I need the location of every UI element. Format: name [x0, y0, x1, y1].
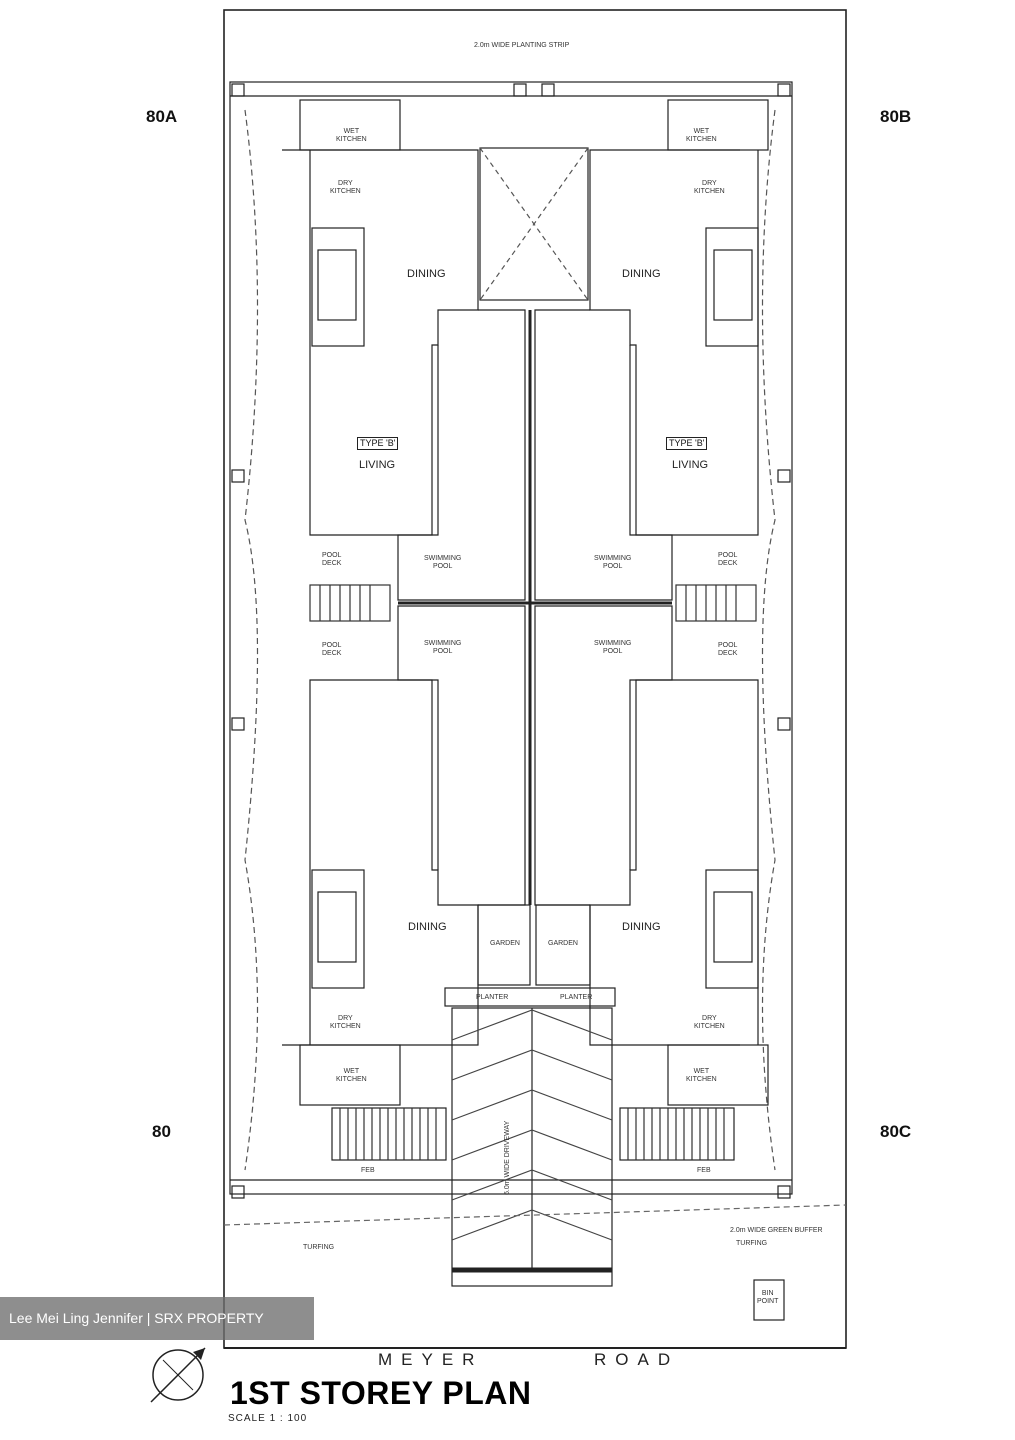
turfing-label: TURFING	[736, 1240, 768, 1247]
room-dining: DINING	[622, 268, 661, 280]
room-living: LIVING	[359, 459, 396, 471]
room-garden: GARDEN	[490, 940, 520, 947]
north-arrow-icon	[150, 1347, 206, 1403]
room-dining: DINING	[407, 268, 446, 280]
planter-label: PLANTER	[560, 994, 593, 1001]
turfing-label: TURFING	[303, 1244, 335, 1251]
room-dining: DINING	[408, 921, 447, 933]
room-swimming-pool: SWIMMING POOL	[594, 555, 632, 570]
room-living: LIVING	[672, 459, 709, 471]
plan-title: 1ST STOREY PLAN	[230, 1375, 532, 1411]
room-dry-kitchen: DRY KITCHEN	[694, 180, 725, 195]
plot-label-80a: 80A	[146, 107, 178, 126]
room-garden: GARDEN	[548, 940, 578, 947]
room-swimming-pool: SWIMMING POOL	[424, 555, 462, 570]
driveway-label: 6.0m WIDE DRIVEWAY	[504, 1120, 511, 1195]
plot-label-80c: 80C	[880, 1122, 912, 1141]
feb-label: FEB	[361, 1167, 375, 1174]
room-wet-kitchen: WET KITCHEN	[686, 1068, 717, 1083]
watermark-banner: Lee Mei Ling Jennifer | SRX PROPERTY	[0, 1297, 314, 1340]
room-pool-deck: POOL DECK	[322, 642, 342, 657]
room-pool-deck: POOL DECK	[322, 552, 342, 567]
house-type-label: TYPE 'B'	[666, 437, 708, 450]
room-wet-kitchen: WET KITCHEN	[336, 1068, 367, 1083]
road-name-word1: MEYER	[378, 1350, 484, 1369]
feb-label: FEB	[697, 1167, 711, 1174]
room-wet-kitchen: WET KITCHEN	[336, 128, 367, 143]
room-wet-kitchen: WET KITCHEN	[686, 128, 717, 143]
green-buffer-label: 2.0m WIDE GREEN BUFFER	[730, 1227, 823, 1234]
house-type-label: TYPE 'B'	[357, 437, 399, 450]
bin-point-label: BIN POINT	[757, 1290, 779, 1305]
room-swimming-pool: SWIMMING POOL	[424, 640, 462, 655]
room-dry-kitchen: DRY KITCHEN	[694, 1015, 725, 1030]
room-pool-deck: POOL DECK	[718, 642, 738, 657]
room-dry-kitchen: DRY KITCHEN	[330, 180, 361, 195]
room-dining: DINING	[622, 921, 661, 933]
room-pool-deck: POOL DECK	[718, 552, 738, 567]
plot-label-80: 80	[152, 1122, 171, 1141]
planting-strip-label: 2.0m WIDE PLANTING STRIP	[474, 42, 570, 49]
plot-label-80b: 80B	[880, 107, 912, 126]
room-dry-kitchen: DRY KITCHEN	[330, 1015, 361, 1030]
scale-label: SCALE 1 : 100	[228, 1413, 308, 1424]
road-name-word2: ROAD	[594, 1350, 680, 1369]
planter-label: PLANTER	[476, 994, 509, 1001]
room-swimming-pool: SWIMMING POOL	[594, 640, 632, 655]
